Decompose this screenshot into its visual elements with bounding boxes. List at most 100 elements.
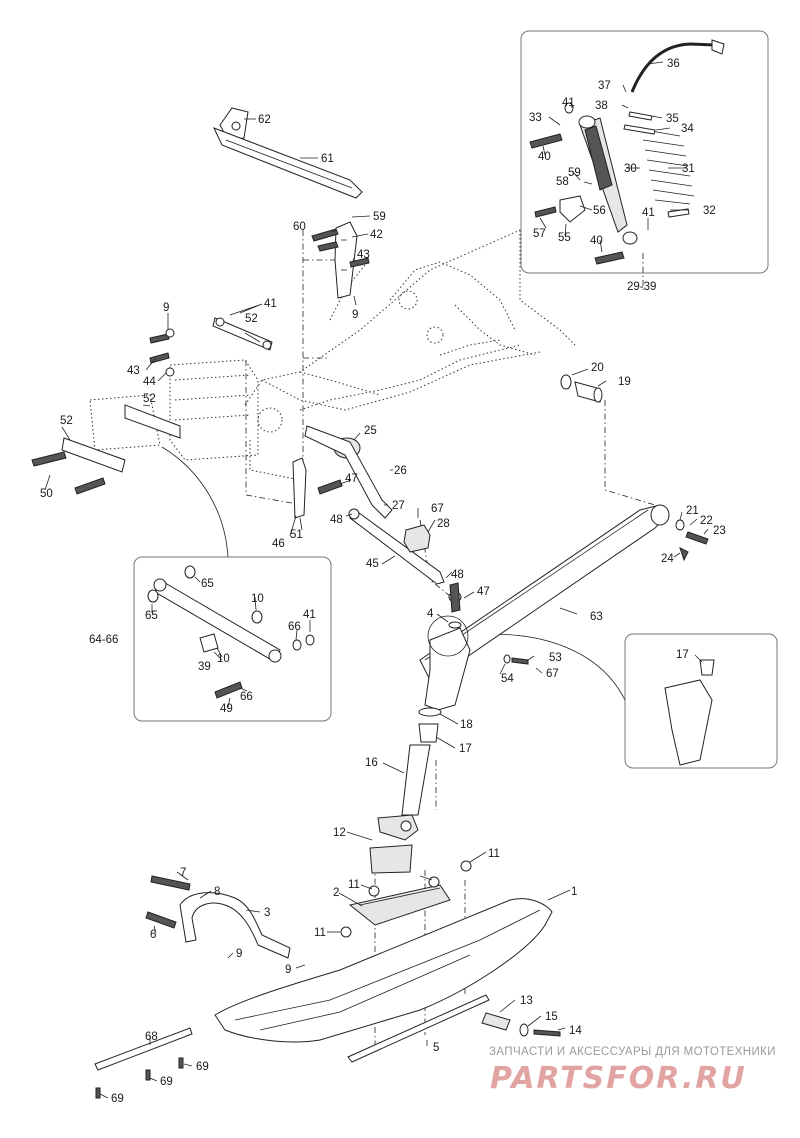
part-21-24-hardware (675, 519, 709, 562)
callout-38: 38 (595, 100, 608, 112)
callout-26: 26 (394, 465, 407, 477)
callout-43: 43 (357, 249, 370, 261)
callout-59: 59 (568, 167, 581, 179)
part-10-bush-a (251, 610, 263, 624)
callout-25: 25 (364, 425, 377, 437)
callout-17: 17 (676, 649, 689, 661)
callout-43: 43 (127, 365, 140, 377)
part-62-bracket (219, 107, 249, 141)
spindle-detail-inset (624, 633, 778, 769)
part-17-detail (664, 659, 715, 766)
callout-65: 65 (145, 610, 158, 622)
callout-16: 16 (365, 757, 378, 769)
callout-22: 22 (700, 515, 713, 527)
callout-49: 49 (220, 703, 233, 715)
part-spindle-housing (424, 615, 471, 711)
watermark-logo: PARTSFOR.RU (490, 1061, 747, 1096)
part-17-bushing (418, 723, 439, 743)
callout-4: 4 (427, 608, 434, 620)
callout-68: 68 (145, 1031, 158, 1043)
callout-10: 10 (217, 653, 230, 665)
callout-67: 67 (431, 503, 444, 515)
part-39-bush (199, 633, 219, 653)
part-7-bolt (150, 875, 191, 891)
callout-6: 6 (150, 929, 156, 941)
part-68-scraper (94, 1027, 193, 1071)
callout-69: 69 (160, 1076, 173, 1088)
part-55-56-bracket (559, 195, 586, 223)
callout-58: 58 (556, 176, 569, 188)
callout-1: 1 (571, 886, 577, 898)
callout-44: 44 (143, 376, 156, 388)
part-12-block (369, 844, 413, 874)
callout-11: 11 (348, 879, 360, 891)
part-43-bolt-top (349, 257, 370, 268)
callout-52: 52 (60, 415, 73, 427)
callout-61: 61 (321, 153, 334, 165)
callout-23: 23 (713, 525, 726, 537)
callout-56: 56 (593, 205, 606, 217)
callout-41: 41 (562, 97, 575, 109)
callout-41: 41 (264, 298, 277, 310)
callout-3: 3 (264, 907, 270, 919)
part-34-35-retainers (623, 111, 656, 135)
callout-labels: 62 61 59 60 42 43 9 41 52 9 43 44 52 52 … (40, 58, 726, 1105)
leader-lines (44, 61, 709, 1099)
callout-9: 9 (163, 302, 169, 314)
part-3-handle (179, 892, 291, 959)
callout-62: 62 (258, 114, 271, 126)
part-51-bracket (292, 457, 307, 519)
callout-9: 9 (285, 964, 291, 976)
callout-45: 45 (366, 558, 379, 570)
part-53-54-hardware (503, 654, 529, 665)
callout-37: 37 (598, 80, 611, 92)
part-50-bolts (31, 451, 106, 495)
callout-41: 41 (303, 609, 316, 621)
callout-11: 11 (488, 848, 500, 860)
callout-2: 2 (333, 887, 339, 899)
callout-55: 55 (558, 232, 571, 244)
callout-69: 69 (196, 1061, 209, 1073)
part-36-hose (630, 39, 725, 93)
callout-30: 30 (624, 163, 637, 175)
callout-48: 48 (451, 569, 464, 581)
callout-17: 17 (459, 743, 472, 755)
front-bumper-block (89, 359, 259, 461)
part-49-bolt (214, 681, 243, 699)
part-52-link-upper (212, 317, 273, 351)
part-40-bolt-lower (594, 251, 625, 265)
part-45-tie-rod (348, 508, 445, 585)
callout-47: 47 (345, 473, 358, 485)
part-6-bolt (145, 911, 177, 929)
callout-28: 28 (437, 518, 450, 530)
callout-50: 50 (40, 488, 53, 500)
link-kit-inset (133, 556, 332, 722)
part-69-screws (95, 1057, 184, 1099)
chassis-frame-outline (244, 229, 576, 481)
callout-52: 52 (245, 313, 258, 325)
part-19-20-bushing (560, 374, 603, 403)
callout-47: 47 (477, 586, 490, 598)
callout-8: 8 (214, 886, 220, 898)
shock-absorber-inset (520, 30, 769, 274)
callout-66: 66 (240, 691, 253, 703)
callout-65: 65 (201, 578, 214, 590)
part-5-runner (347, 994, 490, 1063)
callout-31: 31 (682, 163, 695, 175)
part-16-spindle (377, 744, 431, 841)
callout-5: 5 (433, 1042, 439, 1054)
callout-41: 41 (642, 207, 655, 219)
callout-48: 48 (330, 514, 343, 526)
chassis-tube (299, 344, 521, 411)
part-31-spring (642, 129, 695, 205)
callout-42: 42 (370, 229, 383, 241)
callout-20: 20 (591, 362, 604, 374)
part-57-bolt (534, 206, 557, 218)
part-43-44-bolts (149, 328, 175, 377)
part-41-nut-link (305, 634, 315, 646)
part-2-saddle (348, 884, 451, 926)
callout-15: 15 (545, 1011, 558, 1023)
part-33-bolt (529, 133, 563, 149)
callout-9: 9 (236, 948, 242, 960)
part-42-bracket (334, 221, 358, 299)
